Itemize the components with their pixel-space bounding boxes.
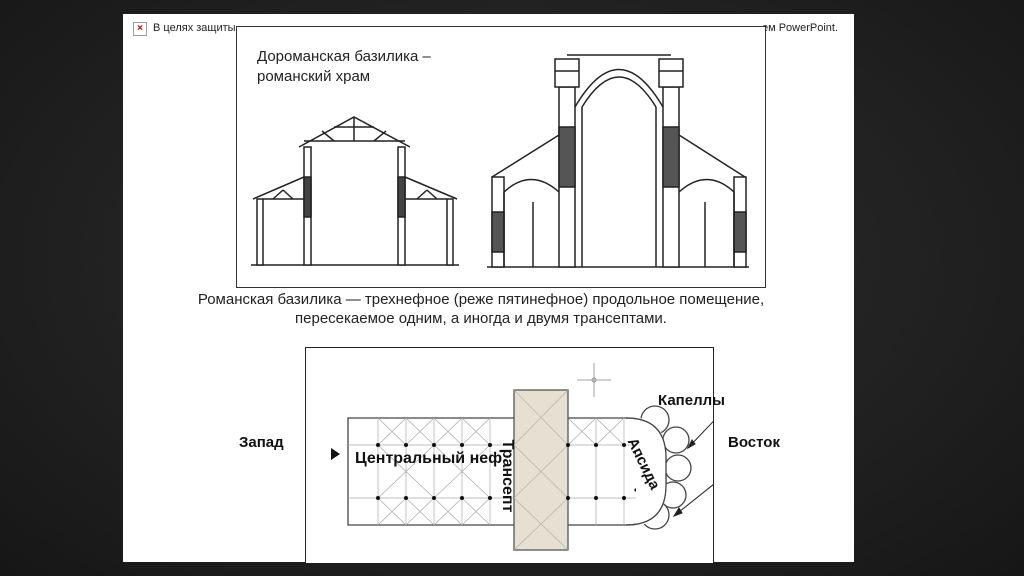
chapel-pointer-lines bbox=[672, 420, 713, 517]
vault-grid bbox=[348, 417, 636, 526]
preromanesque-basilica-section bbox=[251, 116, 459, 266]
label-east: Восток bbox=[728, 434, 780, 451]
chapel-lobes bbox=[625, 405, 692, 530]
security-warning-bar: × В целях защиты ем PowerPoint. bbox=[133, 22, 848, 40]
basilica-plan-figure bbox=[305, 347, 714, 563]
cross-section-figure: Дороманская базилика – романский храм bbox=[236, 26, 766, 288]
compass-rose-icon bbox=[577, 363, 611, 397]
slide: × В целях защиты ем PowerPoint. bbox=[123, 14, 854, 563]
romanesque-basilica-section bbox=[487, 54, 749, 268]
label-central-nave: Центральный неф bbox=[355, 450, 503, 467]
basilica-cross-section-drawings bbox=[251, 54, 749, 268]
west-entrance-arrow-icon bbox=[331, 448, 340, 460]
transept-block bbox=[513, 389, 569, 551]
section-caption: Дороманская базилика – романский храм bbox=[257, 48, 431, 85]
warning-text-right: ем PowerPoint. bbox=[761, 22, 838, 34]
broken-image-icon: × bbox=[133, 22, 147, 36]
basilica-floor-plan bbox=[347, 363, 713, 551]
label-chapels: Капеллы bbox=[658, 392, 725, 409]
label-transept: Трансепт bbox=[499, 439, 516, 513]
warning-text-left: В целях защиты bbox=[153, 22, 236, 34]
label-west: Запад bbox=[239, 434, 284, 451]
basilica-description: Романская базилика — трехнефное (реже пя… bbox=[197, 291, 765, 327]
